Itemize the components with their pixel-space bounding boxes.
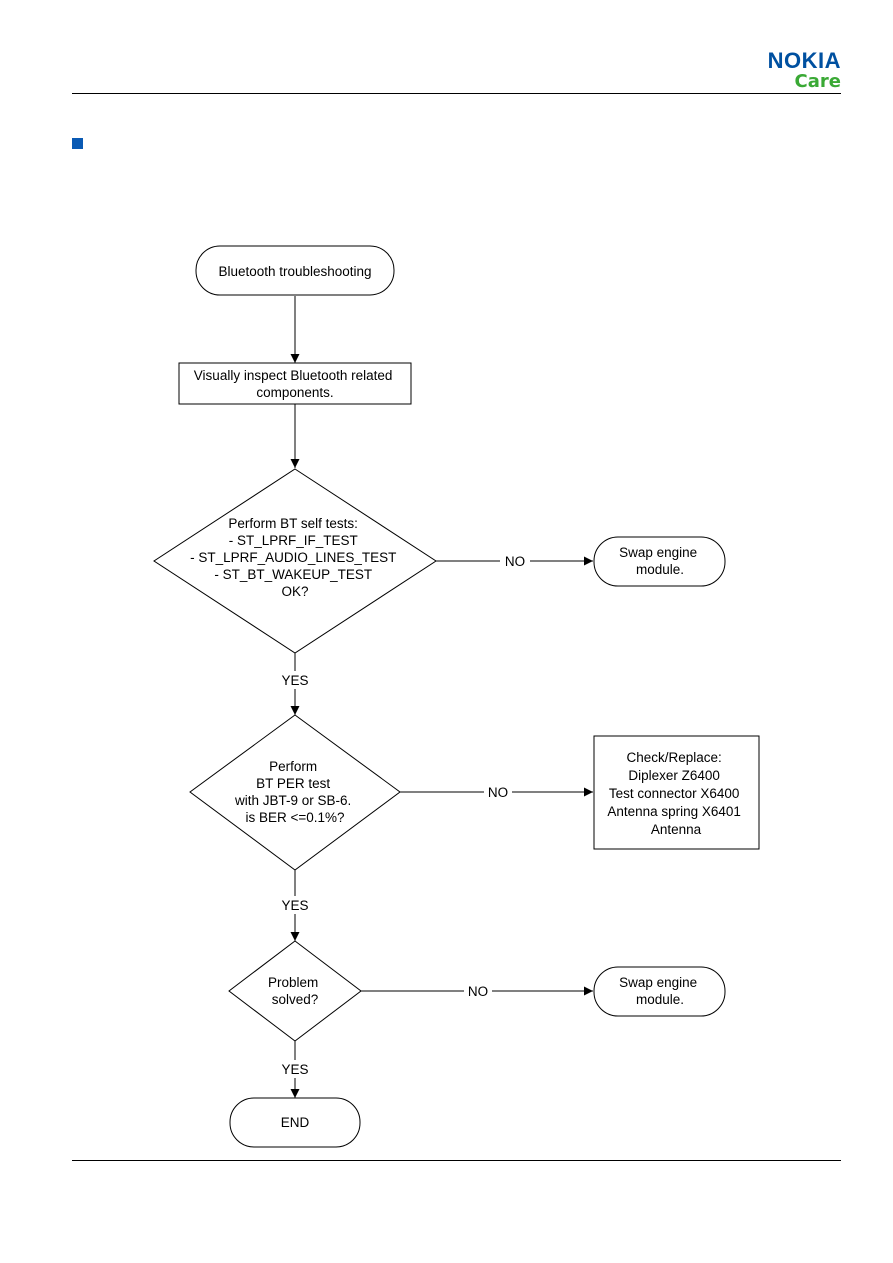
yes-label-1: YES bbox=[281, 673, 308, 688]
swap1-terminal bbox=[593, 536, 726, 587]
check-text: Check/Replace: Diplexer Z6400 Test conne… bbox=[607, 750, 744, 837]
no-label-1: NO bbox=[505, 554, 525, 569]
logo-brand: NOKIA bbox=[767, 48, 841, 73]
start-terminal bbox=[195, 245, 395, 296]
end-text: END bbox=[281, 1115, 310, 1130]
start-text: Bluetooth troubleshooting bbox=[218, 264, 371, 279]
footer-rule bbox=[72, 1160, 841, 1161]
nokia-care-logo: NOKIA Care bbox=[768, 50, 841, 92]
swap2-terminal bbox=[593, 966, 726, 1017]
swap2-text: Swap engine module. bbox=[619, 975, 701, 1007]
logo-sub: Care bbox=[794, 71, 841, 92]
swap1-text: Swap engine module. bbox=[619, 545, 701, 577]
header-rule bbox=[72, 93, 841, 94]
no-label-2: NO bbox=[488, 785, 508, 800]
check-process bbox=[593, 735, 760, 850]
no-label-3: NO bbox=[468, 984, 488, 999]
end-terminal bbox=[229, 1097, 361, 1148]
yes-label-3: YES bbox=[281, 1062, 308, 1077]
decision1-text: Perform BT self tests: - ST_LPRF_IF_TEST… bbox=[190, 516, 400, 599]
decision2-diamond bbox=[189, 714, 401, 871]
inspect-text: Visually inspect Bluetooth related compo… bbox=[194, 368, 396, 400]
decision3-diamond bbox=[228, 940, 362, 1042]
decision3-text: Problem solved? bbox=[268, 975, 322, 1007]
section-bullet-icon bbox=[72, 138, 83, 149]
decision1-diamond bbox=[153, 468, 437, 654]
inspect-process bbox=[178, 362, 412, 405]
decision2-text: Perform BT PER test with JBT-9 or SB-6. … bbox=[234, 759, 355, 825]
yes-label-2: YES bbox=[281, 898, 308, 913]
